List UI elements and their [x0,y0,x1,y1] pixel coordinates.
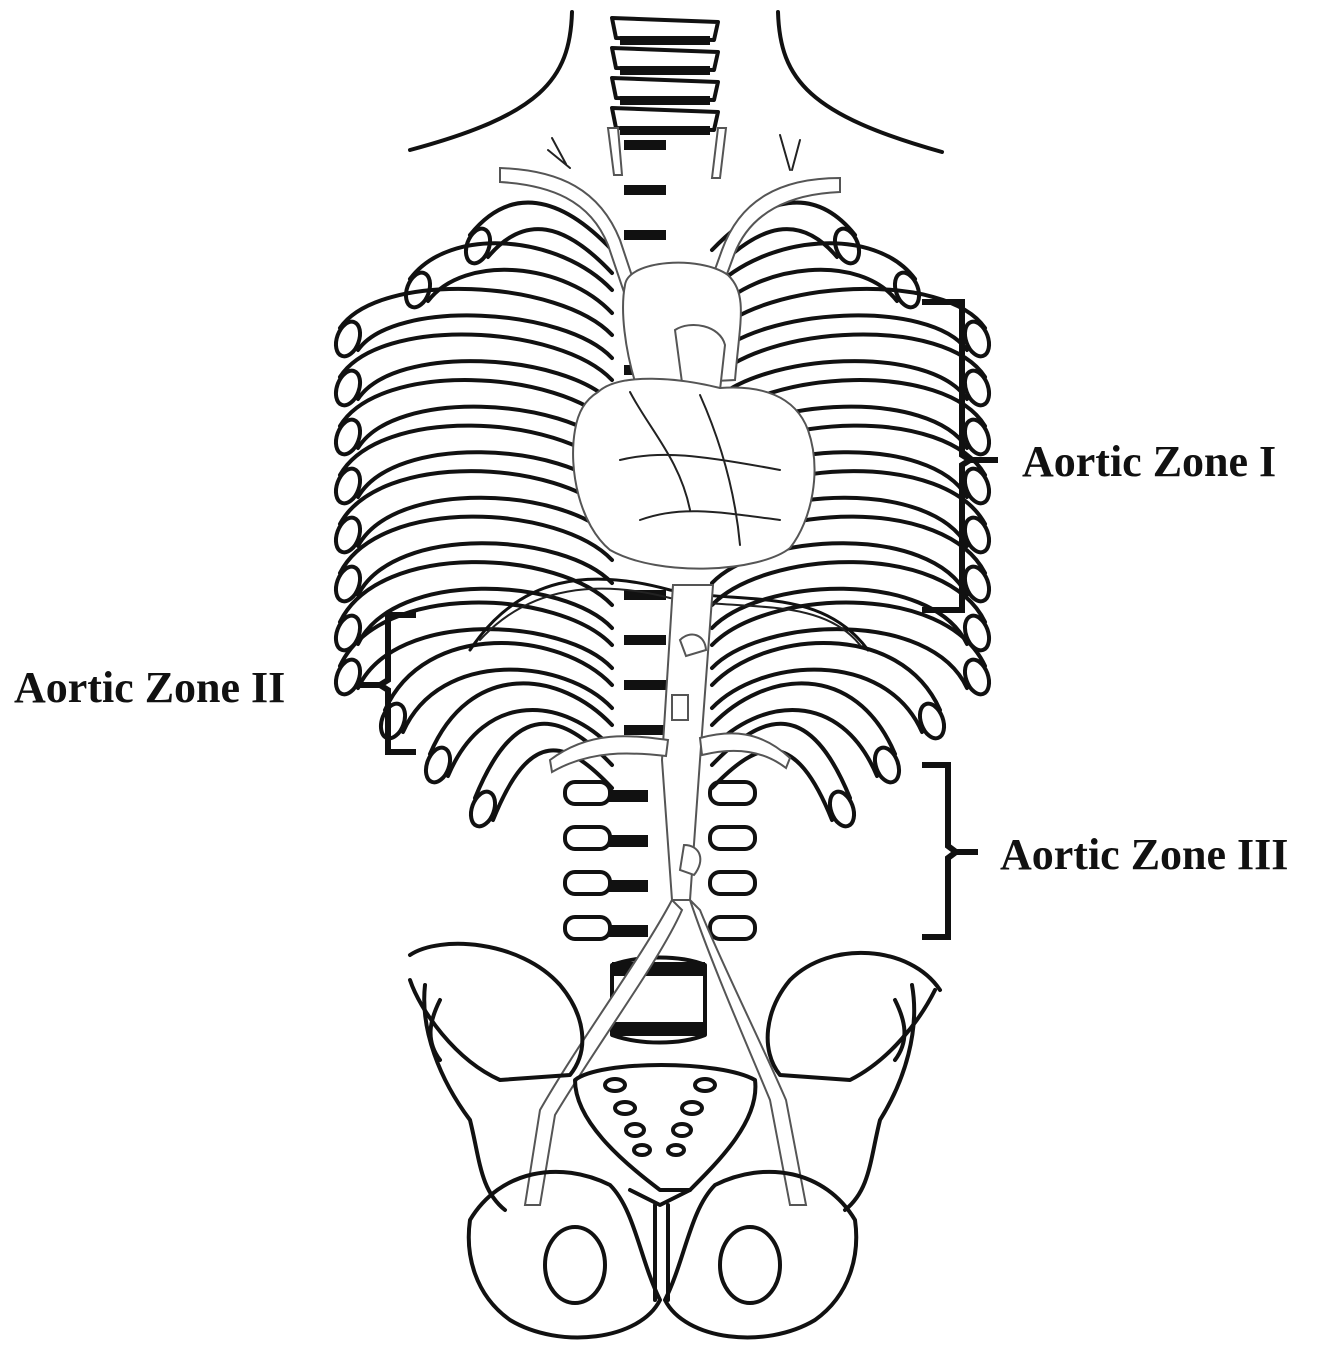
rib-left-end [332,367,365,408]
zone-1-label: Aortic Zone I [1022,437,1276,486]
rib-left [340,380,612,426]
transverse-process-left [565,782,610,804]
intervertebral-disc [624,140,666,150]
rib-left-end [377,700,410,741]
rib-right-end [961,656,994,697]
rib-left [475,724,612,798]
rib-right [712,334,985,380]
rib-left-inner [358,498,612,546]
pelvis [410,944,940,1338]
intervertebral-disc [620,66,710,75]
rib-left [340,289,612,335]
rib-left-end [332,318,365,359]
intervertebral-disc [624,725,666,735]
rib-right-inner [712,750,832,820]
zone-2-bracket [360,615,416,752]
transverse-process-right [710,917,755,939]
transverse-process-left [565,827,610,849]
rib-right-end [961,367,994,408]
intervertebral-disc [608,790,648,802]
rib-right-end [826,788,859,829]
zone-3-label: Aortic Zone III [1000,830,1288,879]
transverse-process-right [710,827,755,849]
rib-right-end [961,318,994,359]
rib-right-end [916,700,949,741]
sacral-foramina [605,1079,715,1155]
intervertebral-disc [612,1022,705,1036]
rib-left-end [332,612,365,653]
intervertebral-disc [620,36,710,45]
rib-right [712,243,915,290]
intervertebral-disc [624,185,666,195]
rib-right [712,289,985,335]
zone-2-label: Aortic Zone II [14,663,285,712]
intervertebral-disc [608,835,648,847]
rib-left [410,243,612,290]
rib-left-inner [428,270,612,313]
transverse-process-left [565,872,610,894]
zone-3-bracket [922,765,978,937]
transverse-process-right [710,872,755,894]
intervertebral-disc [608,880,648,892]
intervertebral-disc [624,230,666,240]
intervertebral-disc [620,126,710,135]
rib-left-end [332,656,365,697]
intervertebral-disc [620,96,710,105]
intervertebral-disc [624,635,666,645]
rib-left-end [422,744,455,785]
rib-left [340,334,612,380]
rib-right-end [961,612,994,653]
rib-left-end [467,788,500,829]
intervertebral-disc [608,925,648,937]
transverse-process-left [565,917,610,939]
intervertebral-disc [624,680,666,690]
rib-right-end [871,744,904,785]
